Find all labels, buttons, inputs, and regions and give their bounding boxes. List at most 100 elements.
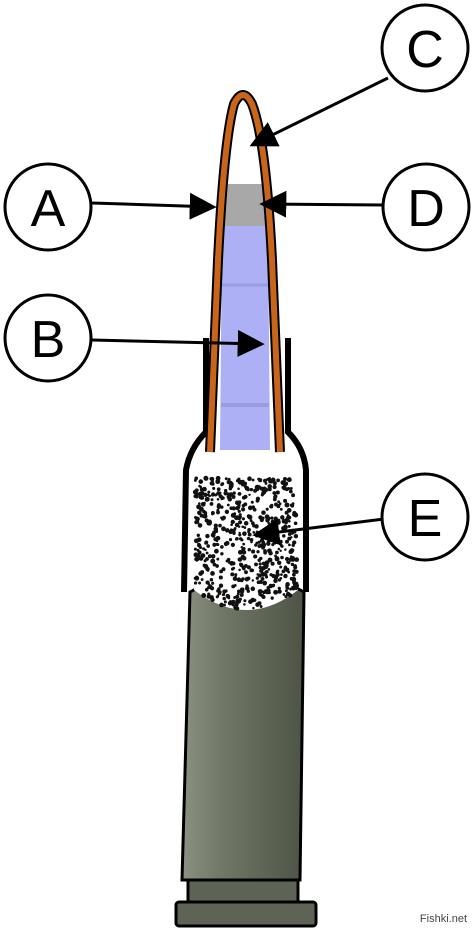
powder-grain: [252, 531, 256, 534]
powder-grain: [240, 479, 245, 484]
powder-grain: [195, 575, 199, 579]
powder-grain: [292, 586, 295, 589]
powder-grain: [212, 542, 217, 547]
powder-grain: [194, 557, 199, 562]
powder-grain: [269, 573, 273, 577]
powder-grain: [279, 565, 283, 569]
powder-grain: [238, 531, 241, 535]
powder-grain: [289, 486, 293, 490]
powder-grain: [226, 557, 231, 562]
powder-grain: [214, 548, 219, 554]
powder-grain: [284, 548, 287, 551]
powder-grain: [264, 481, 268, 485]
powder-grain: [205, 533, 210, 539]
bullet: [205, 90, 285, 453]
powder-grain: [198, 484, 201, 488]
arrow-c: [249, 76, 389, 147]
powder-grain: [241, 556, 247, 561]
powder-grain: [236, 589, 241, 594]
powder-grain: [197, 523, 203, 528]
powder-grain: [267, 568, 271, 571]
powder-grain: [266, 540, 271, 544]
powder-grain: [265, 507, 269, 511]
powder-grain: [240, 589, 245, 594]
powder-grain: [246, 487, 250, 492]
powder-grain: [209, 477, 213, 481]
powder-grain: [238, 568, 241, 572]
powder-grain: [212, 486, 216, 490]
powder-grain: [280, 573, 283, 576]
powder-grain: [264, 575, 269, 579]
powder-grain: [230, 542, 236, 548]
bullet-jacket-copper: [207, 92, 283, 453]
powder-grain: [213, 523, 218, 528]
case-rim: [174, 900, 318, 928]
callout-e: E: [380, 472, 470, 562]
powder-grain: [227, 596, 231, 600]
powder-grain: [289, 587, 293, 591]
powder-grain: [196, 533, 200, 537]
powder-grain: [254, 562, 258, 567]
powder-grain: [205, 566, 208, 570]
powder-grain: [233, 512, 237, 516]
powder-grain: [241, 507, 246, 512]
powder-grain: [219, 569, 224, 574]
powder-grain: [200, 501, 206, 507]
powder-grain: [203, 511, 208, 515]
powder-grain: [196, 537, 202, 543]
powder-grain: [247, 532, 252, 537]
powder-grain: [224, 477, 228, 481]
powder-grain: [231, 599, 236, 605]
powder-grain: [241, 517, 245, 521]
powder-grain: [284, 510, 289, 515]
powder-grain: [195, 519, 199, 523]
powder-grain: [284, 594, 288, 599]
powder-grain: [197, 543, 202, 548]
powder-grain: [216, 543, 220, 547]
powder-grain: [216, 557, 220, 561]
powder-grain: [220, 545, 224, 549]
powder-grain: [223, 603, 226, 607]
callout-a: A: [3, 162, 93, 252]
powder-grain: [272, 522, 277, 526]
powder-grain: [268, 583, 273, 589]
powder-grain: [270, 596, 274, 600]
powder-grain: [256, 580, 261, 585]
powder-grain: [258, 478, 263, 483]
powder-grain: [243, 521, 249, 526]
powder-grain: [268, 479, 272, 484]
powder-grain: [234, 602, 239, 607]
powder-grain: [232, 566, 236, 570]
powder-grain: [220, 552, 224, 556]
powder-grain: [291, 543, 295, 547]
powder-grain: [286, 487, 291, 491]
powder-grain: [291, 493, 296, 498]
powder-grain: [216, 487, 221, 492]
powder-grain: [252, 507, 257, 512]
powder-grain: [281, 485, 285, 490]
powder-grain: [252, 606, 255, 610]
powder-grain: [245, 584, 249, 588]
powder-grain: [251, 579, 255, 582]
powder-grain: [223, 491, 228, 496]
powder-grain: [201, 593, 207, 598]
powder-grain: [259, 605, 263, 608]
powder-grain: [254, 484, 260, 490]
powder-grain: [193, 547, 197, 551]
powder-grain: [206, 594, 211, 599]
powder-grain: [236, 577, 242, 583]
powder-grain: [263, 478, 267, 483]
powder-grain: [269, 551, 273, 554]
powder-grain: [255, 576, 259, 580]
powder-grain: [286, 515, 291, 521]
powder-grain: [208, 494, 211, 498]
powder-grain: [293, 512, 299, 518]
powder-grain: [275, 519, 281, 525]
powder-grain: [227, 560, 231, 564]
powder-grain: [276, 504, 281, 509]
powder-grain: [202, 547, 206, 551]
powder-grain: [261, 545, 265, 550]
powder-grain: [275, 550, 279, 555]
powder-grain: [264, 560, 270, 566]
powder-grain: [290, 562, 295, 567]
